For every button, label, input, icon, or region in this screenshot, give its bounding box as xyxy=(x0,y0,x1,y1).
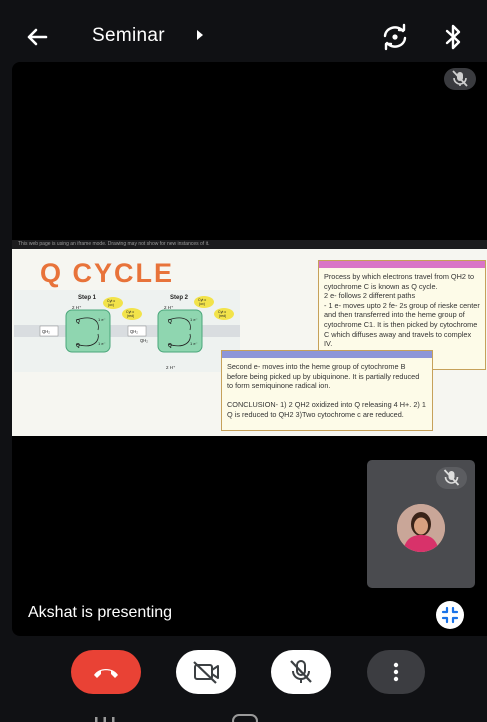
slide-title: Q CYCLE xyxy=(40,258,175,288)
diagram-e-4: 1 e⁻ xyxy=(190,341,198,346)
diagram-step2-label: Step 2 xyxy=(170,295,189,301)
end-call-button[interactable] xyxy=(71,650,141,694)
bluetooth-icon[interactable] xyxy=(441,22,465,52)
diagram-step1-label: Step 1 xyxy=(78,295,97,301)
sticky-note-titlebar[interactable] xyxy=(222,351,432,358)
diagram-qh2-3: QH₂ xyxy=(140,338,148,343)
sticky-note-conclusion[interactable]: Second e- moves into the heme group of c… xyxy=(221,350,433,431)
diagram-e-2: 1 e⁻ xyxy=(98,341,106,346)
sticky-note-text: Second e- moves into the heme group of c… xyxy=(227,362,426,419)
diagram-q-3: Q xyxy=(168,319,172,325)
diagram-2h-2: 2 H⁺ xyxy=(164,305,174,310)
camera-off-icon xyxy=(193,661,219,684)
avatar xyxy=(397,504,445,552)
q-cycle-diagram: Step 1 Step 2 2 H⁺ 2 H⁺ 2 H⁺ Cyt c (ox) … xyxy=(14,290,240,372)
diagram-2h-3: 2 H⁺ xyxy=(166,365,176,370)
diagram-cytc-2b: (red) xyxy=(127,314,134,318)
mic-off-icon xyxy=(290,660,312,683)
diagram-cytc-4b: (red) xyxy=(219,314,226,318)
diagram-qh2-2: QH₂ xyxy=(130,329,138,334)
diagram-cytc-2: Cyt c xyxy=(126,310,134,314)
diagram-q-4: Q xyxy=(168,343,172,349)
meeting-title[interactable]: Seminar xyxy=(92,25,165,46)
shared-slide: This web page is using an iframe mode. D… xyxy=(12,240,487,436)
browser-notice-text: This web page is using an iframe mode. D… xyxy=(18,241,210,247)
more-options-button[interactable] xyxy=(367,650,425,694)
presenting-label: Akshat is presenting xyxy=(28,604,173,621)
camera-toggle-button[interactable] xyxy=(176,650,236,694)
sticky-note-titlebar[interactable] xyxy=(319,261,485,268)
more-vert-icon xyxy=(393,662,399,682)
switch-camera-icon[interactable] xyxy=(380,22,410,52)
mic-off-icon xyxy=(444,68,476,90)
end-call-icon xyxy=(94,669,118,678)
app-bar xyxy=(0,0,487,62)
minimize-icon[interactable] xyxy=(436,601,464,629)
mic-toggle-button[interactable] xyxy=(271,650,331,694)
diagram-cytc-3b: (ox) xyxy=(199,302,205,306)
diagram-q-2: Q xyxy=(76,343,80,349)
mic-off-icon xyxy=(436,467,467,489)
diagram-e-3: 1 e⁻ xyxy=(190,317,198,322)
diagram-qh2-1: QH₂ xyxy=(42,329,50,334)
home-button[interactable] xyxy=(232,714,258,722)
diagram-cytc-4: Cyt c xyxy=(218,310,226,314)
diagram-cytc-1: Cyt c xyxy=(107,299,115,303)
diagram-e-1: 1 e⁻ xyxy=(98,317,106,322)
back-arrow-icon[interactable] xyxy=(22,22,52,52)
diagram-cytc-1b: (ox) xyxy=(108,303,114,307)
recents-icon[interactable] xyxy=(92,717,118,722)
diagram-q-1: Q xyxy=(76,319,80,325)
caret-right-icon[interactable] xyxy=(197,30,203,40)
sticky-note-text: Process by which electrons travel from Q… xyxy=(324,272,480,349)
diagram-cytc-3: Cyt c xyxy=(198,298,206,302)
browser-notice-bar: This web page is using an iframe mode. D… xyxy=(12,240,487,249)
diagram-2h-1: 2 H⁺ xyxy=(72,305,82,310)
